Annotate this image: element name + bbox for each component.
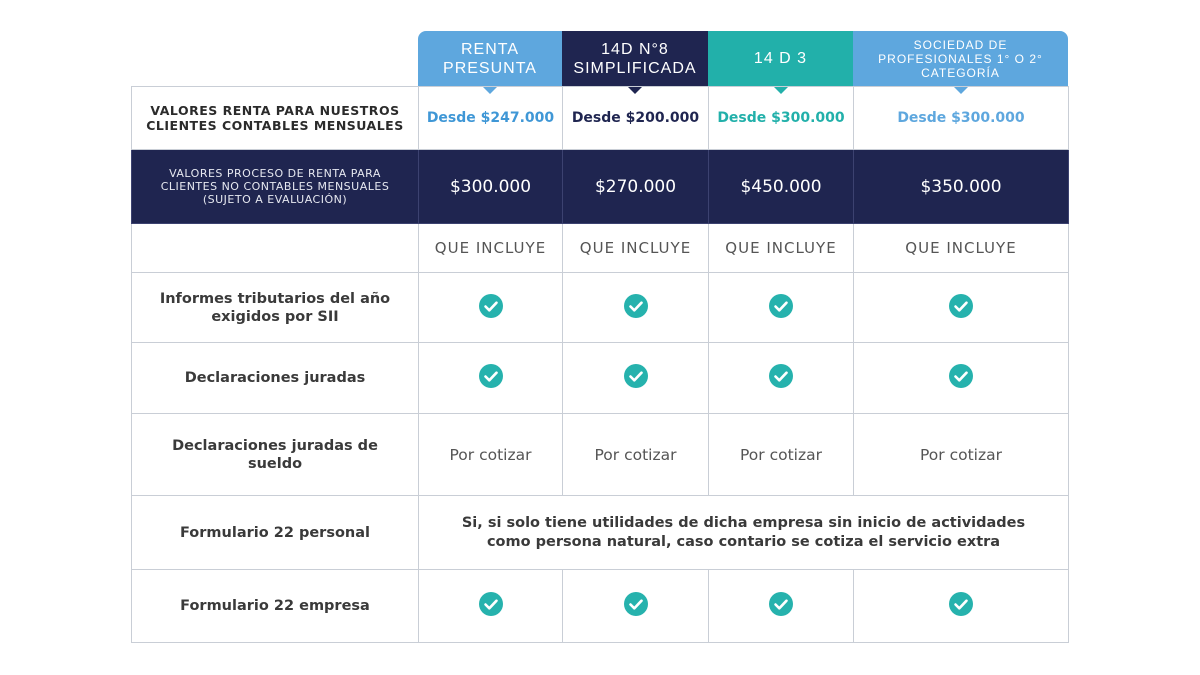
check-cell (853, 342, 1069, 414)
table-row: Declaraciones juradas (131, 342, 1069, 414)
table-row: VALORES PROCESO DE RENTA PARA CLIENTES N… (131, 149, 1069, 224)
formulario-22-personal-label: Formulario 22 personal (131, 495, 419, 570)
check-circle-icon (769, 592, 793, 616)
price-sociedad: Desde $300.000 (853, 86, 1069, 150)
price-14d3: Desde $300.000 (708, 86, 854, 150)
check-circle-icon (769, 364, 793, 388)
declaraciones-sueldo-label: Declaraciones juradas de sueldo (131, 413, 419, 496)
clientes-contables-label: VALORES RENTA PARA NUESTROS CLIENTES CON… (131, 86, 419, 150)
por-cotizar-value: Por cotizar (708, 413, 854, 496)
check-circle-icon (623, 293, 648, 318)
table-row: Informes tributarios del año exigidos po… (131, 272, 1069, 343)
check-cell (562, 342, 709, 414)
check-circle-icon (478, 364, 503, 388)
por-cotizar-value: Por cotizar (562, 413, 709, 496)
header-14d-simplificada: 14D N°8 SIMPLIFICADA (562, 31, 708, 94)
check-circle-icon (478, 293, 503, 318)
header-sociedad-profesionales: SOCIEDAD DE PROFESIONALES 1° O 2° CATEGO… (853, 31, 1068, 94)
que-incluye-label: QUE INCLUYE (418, 223, 563, 273)
check-cell (708, 569, 854, 643)
check-cell (853, 569, 1069, 643)
informes-tributarios-label: Informes tributarios del año exigidos po… (131, 272, 419, 343)
price-no-contable-renta-presunta: $300.000 (418, 149, 563, 224)
header-14d3-label: 14 D 3 (753, 49, 808, 67)
check-circle-icon (623, 592, 648, 616)
price-no-contable-14d-simplificada: $270.000 (562, 149, 709, 224)
que-incluye-label: QUE INCLUYE (853, 223, 1069, 273)
check-cell (418, 569, 563, 643)
pricing-table: VALORES RENTA PARA NUESTROS CLIENTES CON… (131, 86, 1069, 643)
check-cell (562, 272, 709, 343)
empty-cell (131, 223, 419, 273)
table-row: Formulario 22 empresa (131, 569, 1069, 643)
header-14d3: 14 D 3 (708, 31, 853, 94)
check-cell (562, 569, 709, 643)
table-row: VALORES RENTA PARA NUESTROS CLIENTES CON… (131, 86, 1069, 150)
check-cell (708, 272, 854, 343)
que-incluye-label: QUE INCLUYE (708, 223, 854, 273)
check-circle-icon (949, 364, 973, 388)
que-incluye-label: QUE INCLUYE (562, 223, 709, 273)
price-no-contable-sociedad: $350.000 (853, 149, 1069, 224)
formulario-22-personal-value: Si, si solo tiene utilidades de dicha em… (418, 495, 1069, 570)
formulario-22-empresa-label: Formulario 22 empresa (131, 569, 419, 643)
header-14d-simplificada-label: 14D N°8 SIMPLIFICADA (573, 40, 697, 77)
header-sociedad-profesionales-label: SOCIEDAD DE PROFESIONALES 1° O 2° CATEGO… (878, 37, 1043, 80)
price-14d-simplificada: Desde $200.000 (562, 86, 709, 150)
declaraciones-juradas-label: Declaraciones juradas (131, 342, 419, 414)
no-contables-label: VALORES PROCESO DE RENTA PARA CLIENTES N… (131, 149, 419, 224)
table-row: Formulario 22 personal Si, si solo tiene… (131, 495, 1069, 570)
price-renta-presunta: Desde $247.000 (418, 86, 563, 150)
por-cotizar-value: Por cotizar (418, 413, 563, 496)
table-row: Declaraciones juradas de sueldo Por coti… (131, 413, 1069, 496)
check-cell (418, 342, 563, 414)
check-cell (418, 272, 563, 343)
price-no-contable-14d3: $450.000 (708, 149, 854, 224)
table-row: QUE INCLUYE QUE INCLUYE QUE INCLUYE QUE … (131, 223, 1069, 273)
check-circle-icon (769, 293, 793, 318)
por-cotizar-value: Por cotizar (853, 413, 1069, 496)
check-circle-icon (623, 364, 648, 388)
header-renta-presunta: RENTA PRESUNTA (418, 31, 562, 94)
check-circle-icon (949, 293, 973, 318)
check-cell (708, 342, 854, 414)
check-circle-icon (949, 592, 973, 616)
check-circle-icon (478, 592, 503, 616)
header-renta-presunta-label: RENTA PRESUNTA (443, 40, 537, 77)
check-cell (853, 272, 1069, 343)
